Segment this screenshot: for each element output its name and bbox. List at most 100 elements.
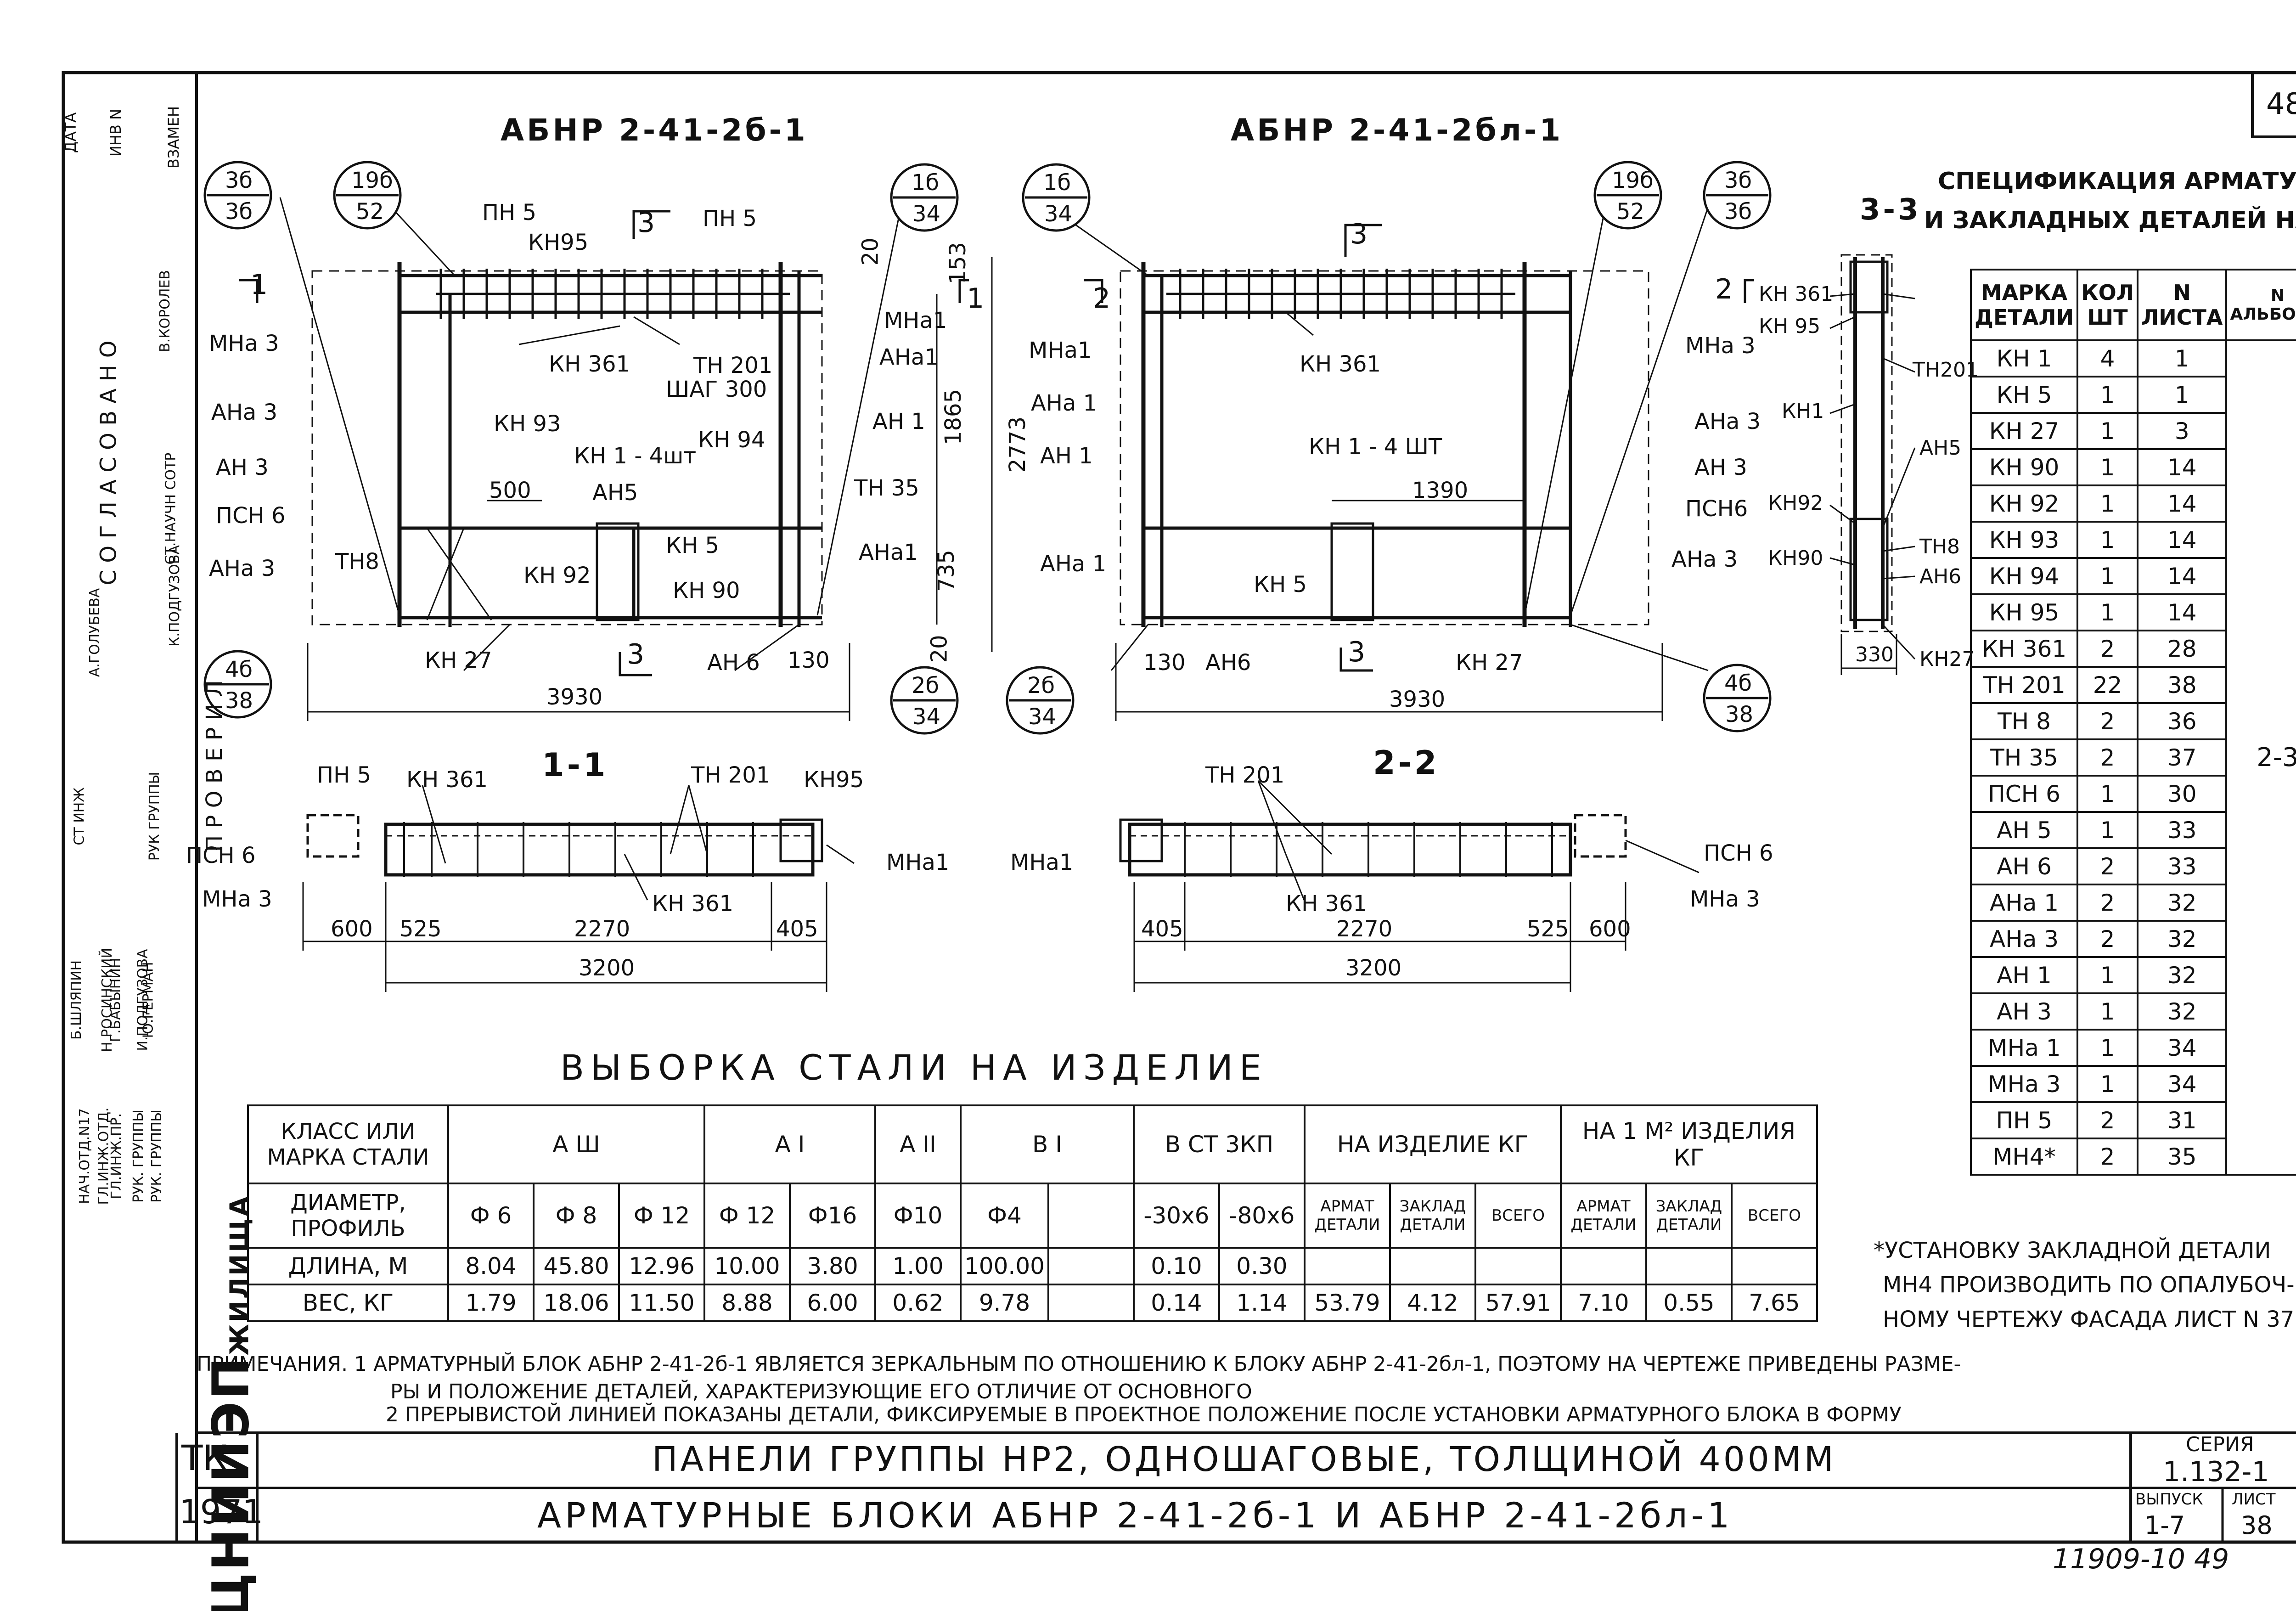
- steel-weight: 1.14: [1218, 1284, 1306, 1322]
- spec-qty: 2: [2077, 630, 2138, 668]
- label: ПН 5: [482, 200, 536, 225]
- page-stamp: 11909-10 49: [2053, 1543, 2229, 1575]
- steel-diam: Ф 12: [703, 1183, 791, 1249]
- callout-bottom: 52: [1616, 199, 1645, 225]
- dim-vertical: 1865: [940, 389, 967, 445]
- spec-qty: 2: [2077, 1138, 2138, 1176]
- dim-vertical: 2773: [1005, 416, 1031, 473]
- spec-footnote-2: МН4 ПРОИЗВОДИТЬ ПО ОПАЛУБОЧ-: [1883, 1272, 2295, 1298]
- label: КН 361: [549, 351, 630, 377]
- label: ПСН6: [1685, 496, 1748, 522]
- spec-sheet: 33: [2136, 847, 2228, 885]
- stamp-agreed: С О Г Л А С О В А Н О: [96, 340, 122, 586]
- steel-weight: 1.79: [447, 1284, 535, 1322]
- stamp-name-1: Б.ШЛЯПИН: [68, 960, 85, 1040]
- section-mark-1: 1: [250, 269, 268, 301]
- spec-sheet: 32: [2136, 956, 2228, 994]
- callout-bottom: 34: [1028, 704, 1057, 730]
- label: МНа1: [884, 308, 947, 333]
- section-mark-1: 1: [967, 282, 985, 315]
- spec-qty: 1: [2077, 992, 2138, 1031]
- steel-sub: ЗАКЛАД ДЕТАЛИ: [1645, 1183, 1733, 1249]
- steel-length: 1.00: [874, 1247, 962, 1285]
- titleblock-title-1: ПАНЕЛИ ГРУППЫ НР2, ОДНОШАГОВЫЕ, ТОЛЩИНОЙ…: [652, 1440, 1836, 1479]
- stamp-role-3: ГЛ.ИНЖ.ПР.: [108, 1113, 125, 1200]
- label: МНа 3: [1690, 886, 1760, 912]
- spec-qty: 1: [2077, 521, 2138, 559]
- label: АН6: [1205, 650, 1251, 676]
- label: КН1: [1782, 400, 1824, 423]
- titleblock-title-2: АРМАТУРНЫЕ БЛОКИ АБНР 2-41-2б-1 И АБНР 2…: [537, 1495, 1733, 1536]
- label: 130: [788, 648, 830, 673]
- callout-top: 3б: [225, 168, 253, 193]
- dim: 3200: [579, 955, 635, 981]
- callout-bottom: 3б: [225, 199, 253, 225]
- stamp-name-5: Ю.ГЕРМАН: [140, 962, 157, 1038]
- spec-mark: КН 90: [1970, 448, 2079, 486]
- section-mark-3: 3: [637, 207, 655, 239]
- label: КН 1 - 4 ШТ: [1309, 434, 1442, 460]
- stamp-checked: П Р О В Е Р И Л: [201, 680, 227, 852]
- label: ТН8: [335, 549, 379, 575]
- label: АН 6: [707, 650, 760, 676]
- stamp-role-4: РУК. ГРУППЫ: [130, 1110, 146, 1203]
- section-2-2-lines: [1119, 780, 1699, 992]
- steel-empty: [1389, 1247, 1476, 1285]
- label: КН 361: [1286, 891, 1367, 917]
- steel-diam: [1047, 1183, 1135, 1249]
- label: ТН 201: [693, 353, 773, 378]
- label: ПСН 6: [216, 503, 286, 529]
- dim: 3200: [1345, 955, 1402, 981]
- steel-h-a3: А Ш: [447, 1104, 705, 1184]
- dim-vertical: 735: [933, 550, 959, 592]
- label: КН95: [804, 767, 864, 793]
- label: 3930: [546, 684, 603, 710]
- dim: 405: [776, 916, 818, 942]
- label: МНа 3: [1685, 333, 1756, 359]
- spec-sheet: 1: [2136, 339, 2228, 377]
- steel-length: 3.80: [789, 1247, 876, 1285]
- callout-top: 4б: [225, 657, 253, 682]
- steel-sub: АРМАТ ДЕТАЛИ: [1303, 1183, 1391, 1249]
- label: АНа 3: [209, 556, 276, 581]
- spec-mark: АН 3: [1970, 992, 2079, 1031]
- steel-sub: ЗАКЛАД ДЕТАЛИ: [1389, 1183, 1476, 1249]
- steel-diam: Ф16: [789, 1183, 876, 1249]
- label: ПСН 6: [1704, 840, 1773, 866]
- label: ТН 201: [691, 762, 771, 788]
- spec-header: МАРКА ДЕТАЛИ: [1970, 269, 2079, 341]
- steel-diam: Ф10: [874, 1183, 962, 1249]
- dim: 525: [400, 916, 442, 942]
- steel-h-vst: В СТ 3КП: [1132, 1104, 1306, 1184]
- spec-header: N АЛЬБОМА: [2225, 269, 2296, 341]
- spec-sheet: 33: [2136, 811, 2228, 849]
- label: КН 90: [673, 578, 740, 603]
- note-3: 2 ПРЕРЫВИСТОЙ ЛИНИЕЙ ПОКАЗАНЫ ДЕТАЛИ, ФИ…: [386, 1403, 1902, 1426]
- callout-top: 1б: [1043, 170, 1071, 196]
- steel-h-per-m2: НА 1 М² ИЗДЕЛИЯ КГ: [1559, 1104, 1818, 1184]
- label: КН 95: [1759, 315, 1821, 338]
- spec-sheet: 38: [2136, 666, 2228, 704]
- steel-length: 0.10: [1132, 1247, 1220, 1285]
- label: КН 361: [652, 891, 734, 917]
- spec-title-2: И ЗАКЛАДНЫХ ДЕТАЛЕЙ НА БЛОК: [1924, 207, 2296, 234]
- spec-mark: АНа 1: [1970, 884, 2079, 922]
- callout-top: 2б: [912, 673, 940, 698]
- spec-mark: КН 5: [1970, 376, 2079, 414]
- steel-weight: 11.50: [618, 1284, 705, 1322]
- spec-mark: КН 94: [1970, 557, 2079, 595]
- section-title: 2-2: [1373, 744, 1440, 782]
- steel-h-weight: ВЕС, КГ: [247, 1284, 449, 1322]
- spec-mark: МНа 3: [1970, 1065, 2079, 1103]
- callout-bottom: 34: [912, 704, 941, 730]
- steel-diam: Ф4: [960, 1183, 1049, 1249]
- dim: 525: [1527, 916, 1569, 942]
- spec-qty: 1: [2077, 775, 2138, 813]
- steel-weight: 0.14: [1132, 1284, 1220, 1322]
